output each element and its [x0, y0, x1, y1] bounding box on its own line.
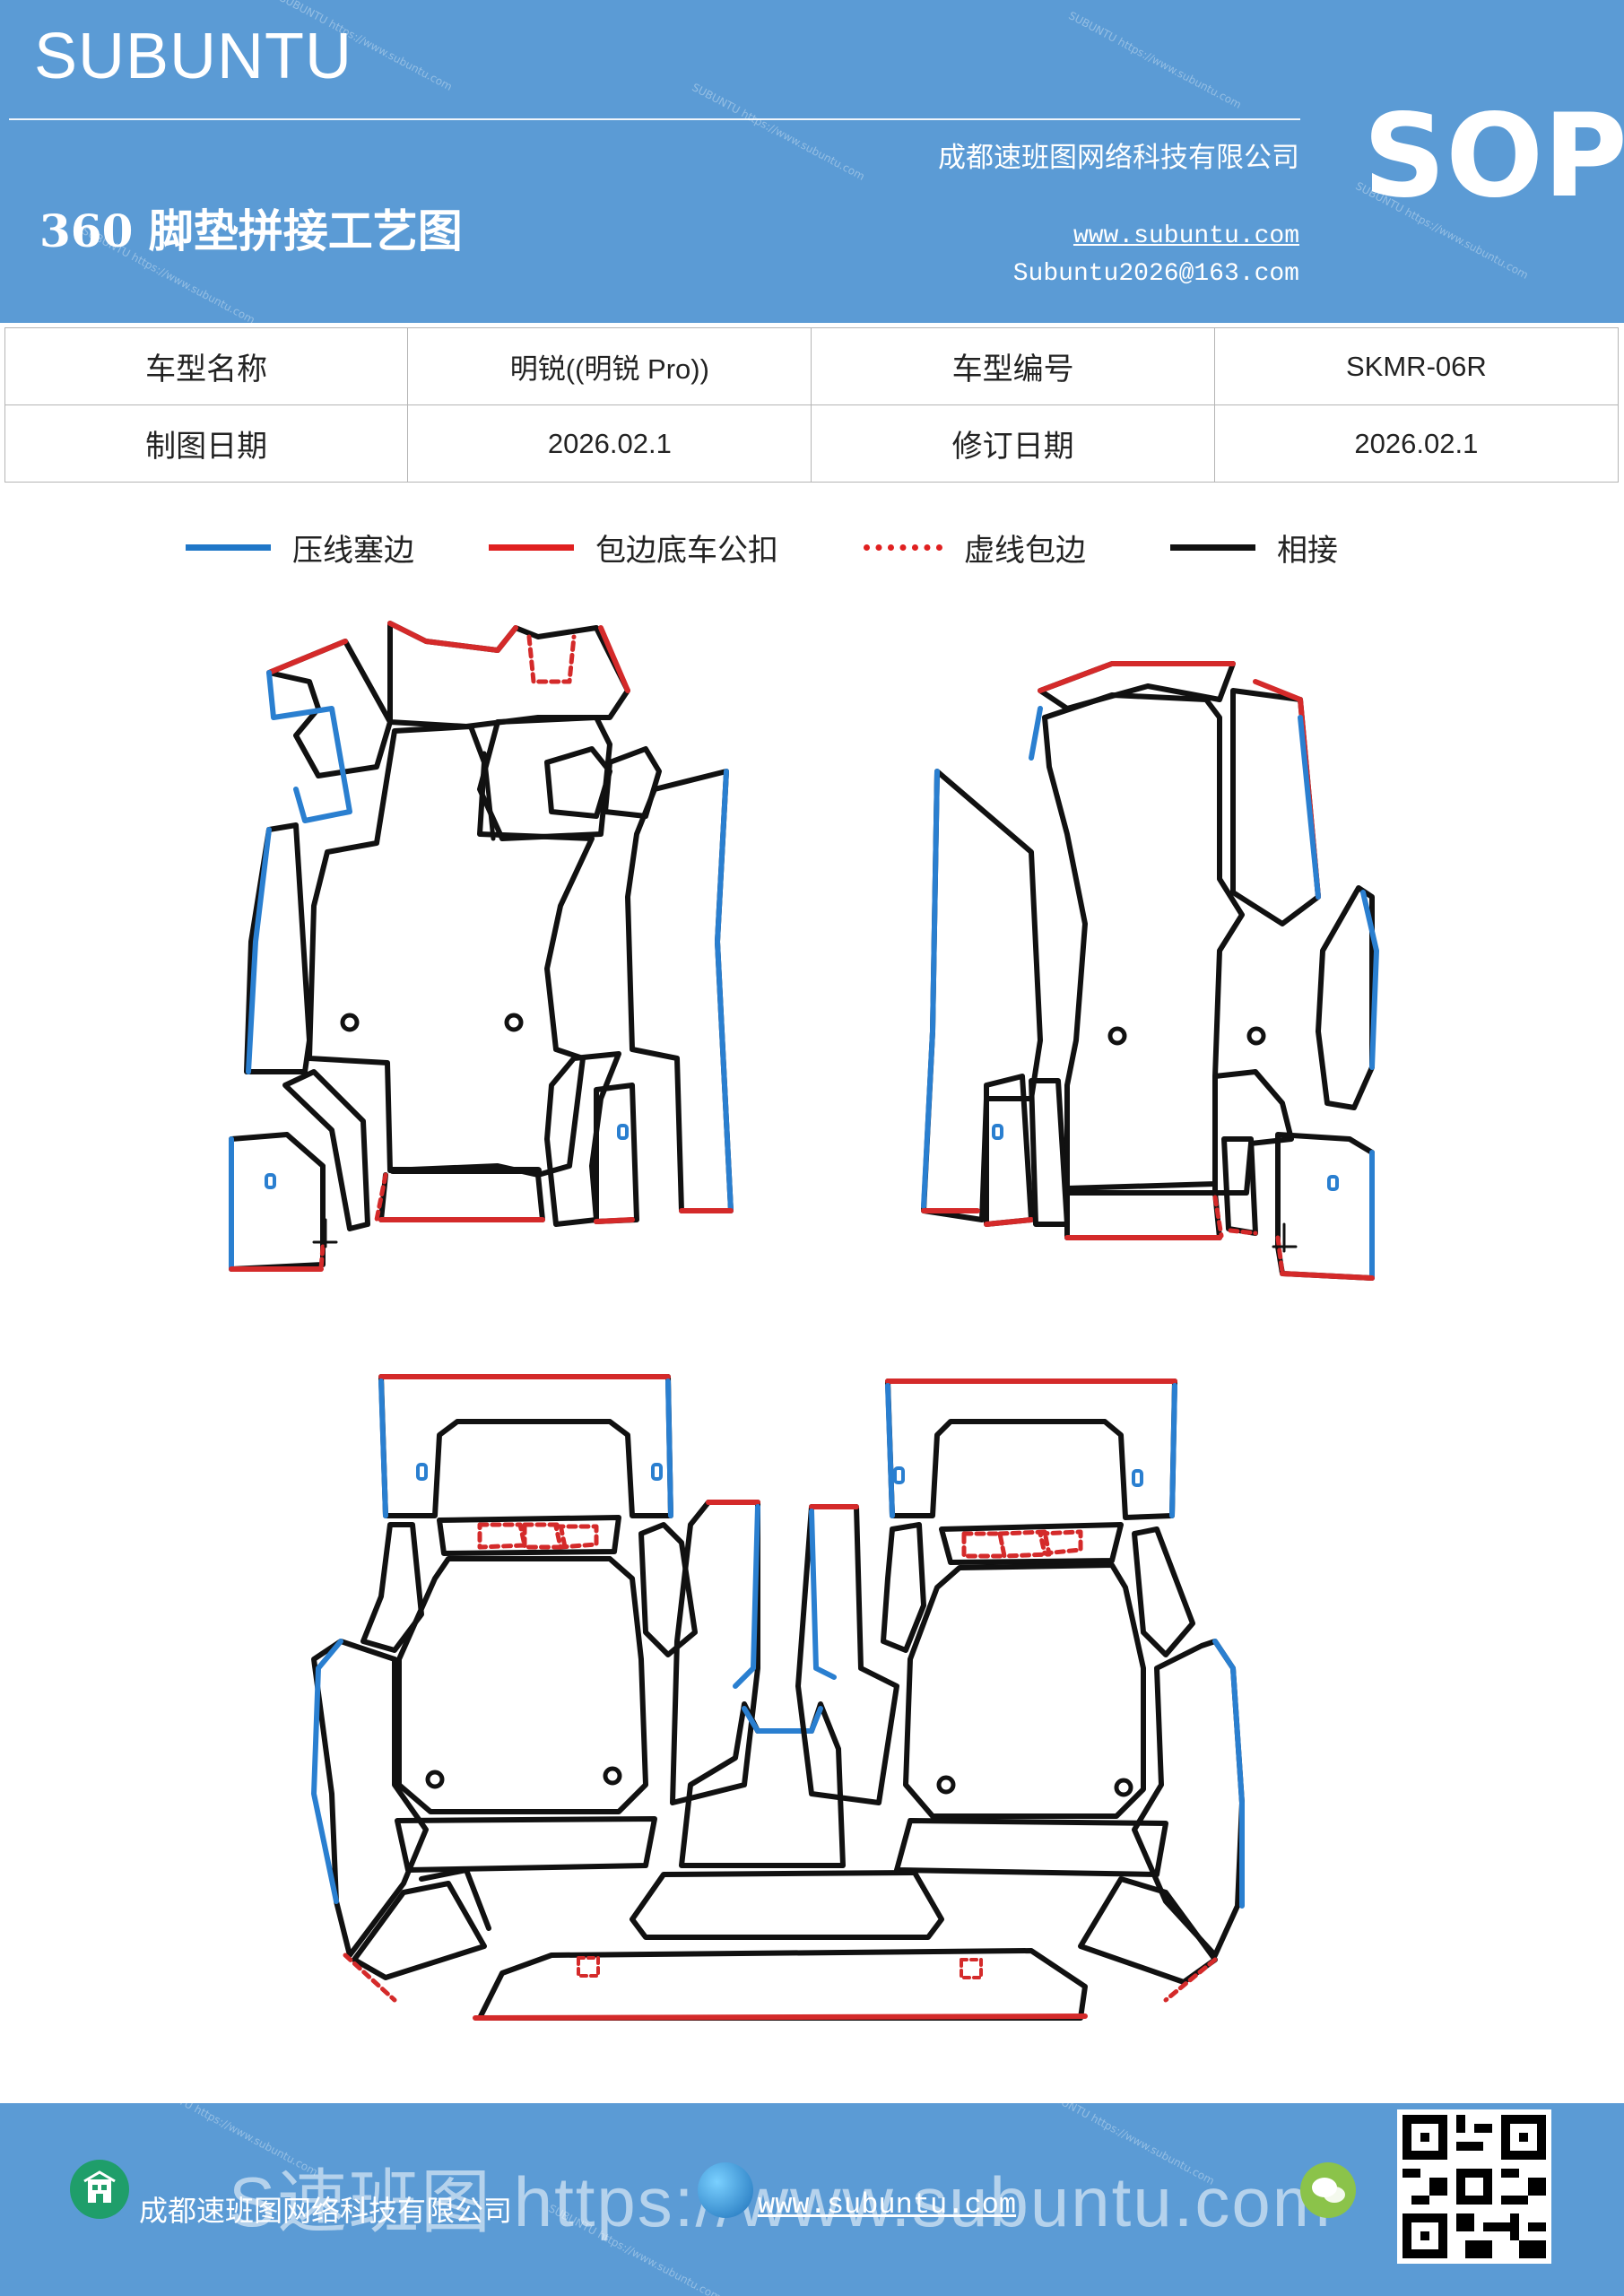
legend-item: 虚线包边: [864, 525, 1086, 570]
model-name-label: 车型名称: [4, 327, 409, 405]
legend-label: 相接: [1277, 532, 1338, 569]
globe-icon: [698, 2162, 753, 2218]
legend-item: 包边底车公扣: [489, 525, 778, 570]
legend-item: 压线塞边: [186, 525, 414, 570]
draw-date-value: 2026.02.1: [407, 404, 812, 483]
front-left-mat: [229, 621, 734, 1272]
rear-center-tunnel: [473, 1701, 1088, 2021]
revise-date-value: 2026.02.1: [1213, 404, 1620, 483]
website-link[interactable]: www.subuntu.com: [1073, 222, 1299, 250]
wechat-icon: [1300, 2162, 1356, 2218]
model-code-value: SKMR-06R: [1213, 327, 1620, 405]
revise-date-label: 修订日期: [811, 404, 1215, 483]
front-right-mat: [921, 661, 1379, 1281]
legend-swatch-red-dotted: [864, 544, 942, 551]
legend-label: 包边底车公扣: [595, 532, 778, 569]
legend-label: 虚线包边: [964, 532, 1086, 569]
email-address[interactable]: Subuntu2026@163.com: [1012, 260, 1299, 288]
header-banner: SUBUNTU https://www.subuntu.com SUBUNTU …: [0, 0, 1624, 323]
model-code-label: 车型编号: [811, 327, 1215, 405]
footer-website-link[interactable]: www.subuntu.com: [758, 2188, 1017, 2222]
sop-badge: SOP: [1363, 90, 1624, 223]
footer-banner: SUBUNTU https://www.subuntu.com SUBUNTU …: [0, 2103, 1624, 2296]
table-row: 制图日期 2026.02.1 修订日期 2026.02.1: [4, 404, 1620, 483]
brand-logo-text: SUBUNTU: [34, 21, 353, 92]
draw-date-label: 制图日期: [4, 404, 409, 483]
building-icon: [70, 2160, 129, 2219]
qr-code-icon: [1397, 2109, 1551, 2264]
page-title: 360 脚垫拼接工艺图: [39, 204, 463, 257]
footer-company-name: 成都速班图网络科技有限公司: [139, 2194, 513, 2228]
vehicle-info-table: 车型名称 明锐((明锐 Pro)) 车型编号 SKMR-06R 制图日期 202…: [4, 327, 1620, 483]
legend: 压线塞边 包边底车公扣 虚线包边 相接: [0, 525, 1624, 570]
table-row: 车型名称 明锐((明锐 Pro)) 车型编号 SKMR-06R: [4, 327, 1620, 405]
model-name-value: 明锐((明锐 Pro)): [407, 327, 812, 405]
legend-item: 相接: [1170, 525, 1338, 570]
rear-mat-right: [795, 1378, 1245, 2003]
header-divider: [9, 118, 1300, 120]
legend-label: 压线塞边: [292, 532, 414, 569]
legend-swatch-blue: [186, 544, 271, 551]
legend-swatch-black: [1170, 544, 1255, 551]
footer-overlay-text: S速班图 https://www.subuntu.com: [229, 2162, 1333, 2241]
company-name: 成都速班图网络科技有限公司: [938, 142, 1299, 174]
legend-swatch-red: [489, 544, 574, 551]
rear-mat-left: [311, 1374, 760, 2003]
